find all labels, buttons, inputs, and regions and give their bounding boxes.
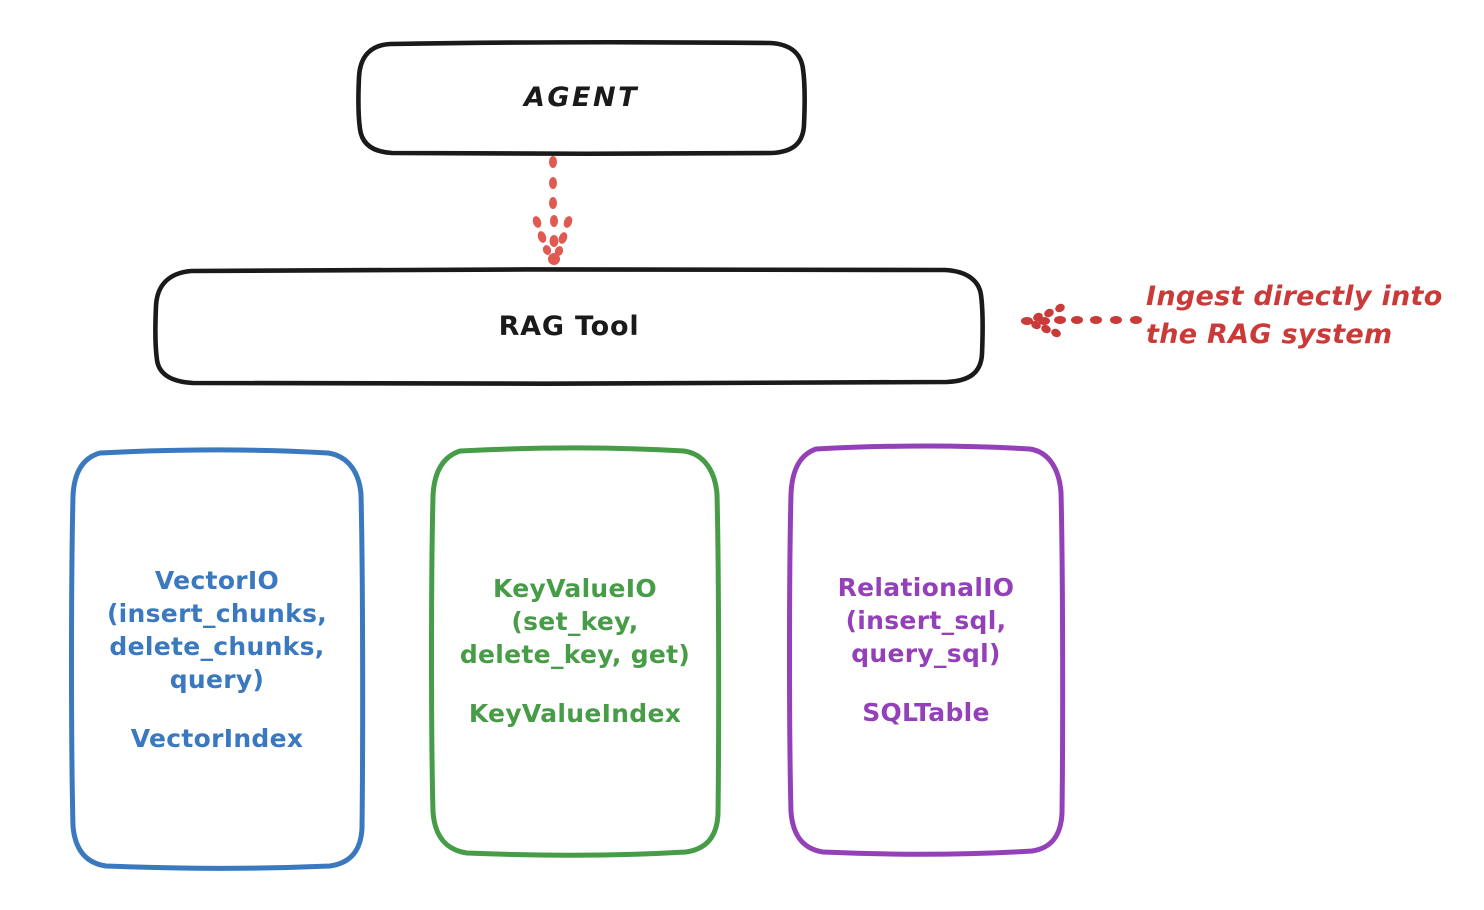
node-vector-io[interactable]: VectorIO (insert_chunks, delete_chunks, … [69, 447, 366, 871]
rag-tool-label: RAG Tool [498, 310, 640, 342]
annotation-ingest-note: Ingest directly into the RAG system [1146, 281, 1443, 350]
agent-node-border [356, 40, 807, 157]
node-relational-io[interactable]: RelationalIO (insert_sql, query_sql) SQLT… [787, 443, 1066, 857]
vector-io-methods: VectorIO (insert_chunks, delete_chunks, … [106, 565, 328, 694]
agent-label: AGENT [523, 82, 639, 114]
node-key-value-io[interactable]: KeyValueIO (set_key, delete_key, get) Key… [429, 445, 722, 858]
relational-io-text: RelationalIO (insert_sql, query_sql) SQLT… [838, 571, 1015, 729]
key-value-io-index: KeyValueIndex [468, 699, 682, 728]
node-agent[interactable]: AGENT [356, 40, 807, 157]
connector-agent-to-rag-tool [532, 156, 573, 265]
relational-io-methods: RelationalIO (insert_sql, query_sql) [837, 573, 1015, 668]
key-value-io-text: KeyValueIO (set_key, delete_key, get) Key… [460, 572, 690, 730]
key-value-io-node-border [429, 445, 722, 858]
key-value-io-gap [460, 671, 690, 697]
rag-tool-node-border [153, 267, 985, 386]
key-value-io-methods: KeyValueIO (set_key, delete_key, get) [459, 574, 691, 669]
relational-io-node-border [787, 443, 1066, 857]
vector-io-node-border [69, 447, 366, 871]
vector-io-index: VectorIndex [130, 723, 304, 753]
vector-io-gap [107, 696, 327, 722]
relational-io-gap [838, 670, 1015, 696]
vector-io-text: VectorIO (insert_chunks, delete_chunks, … [107, 564, 327, 755]
relational-io-index: SQLTable [862, 698, 990, 727]
connector-note-to-rag-tool [1021, 303, 1142, 338]
node-rag-tool[interactable]: RAG Tool [153, 267, 985, 386]
